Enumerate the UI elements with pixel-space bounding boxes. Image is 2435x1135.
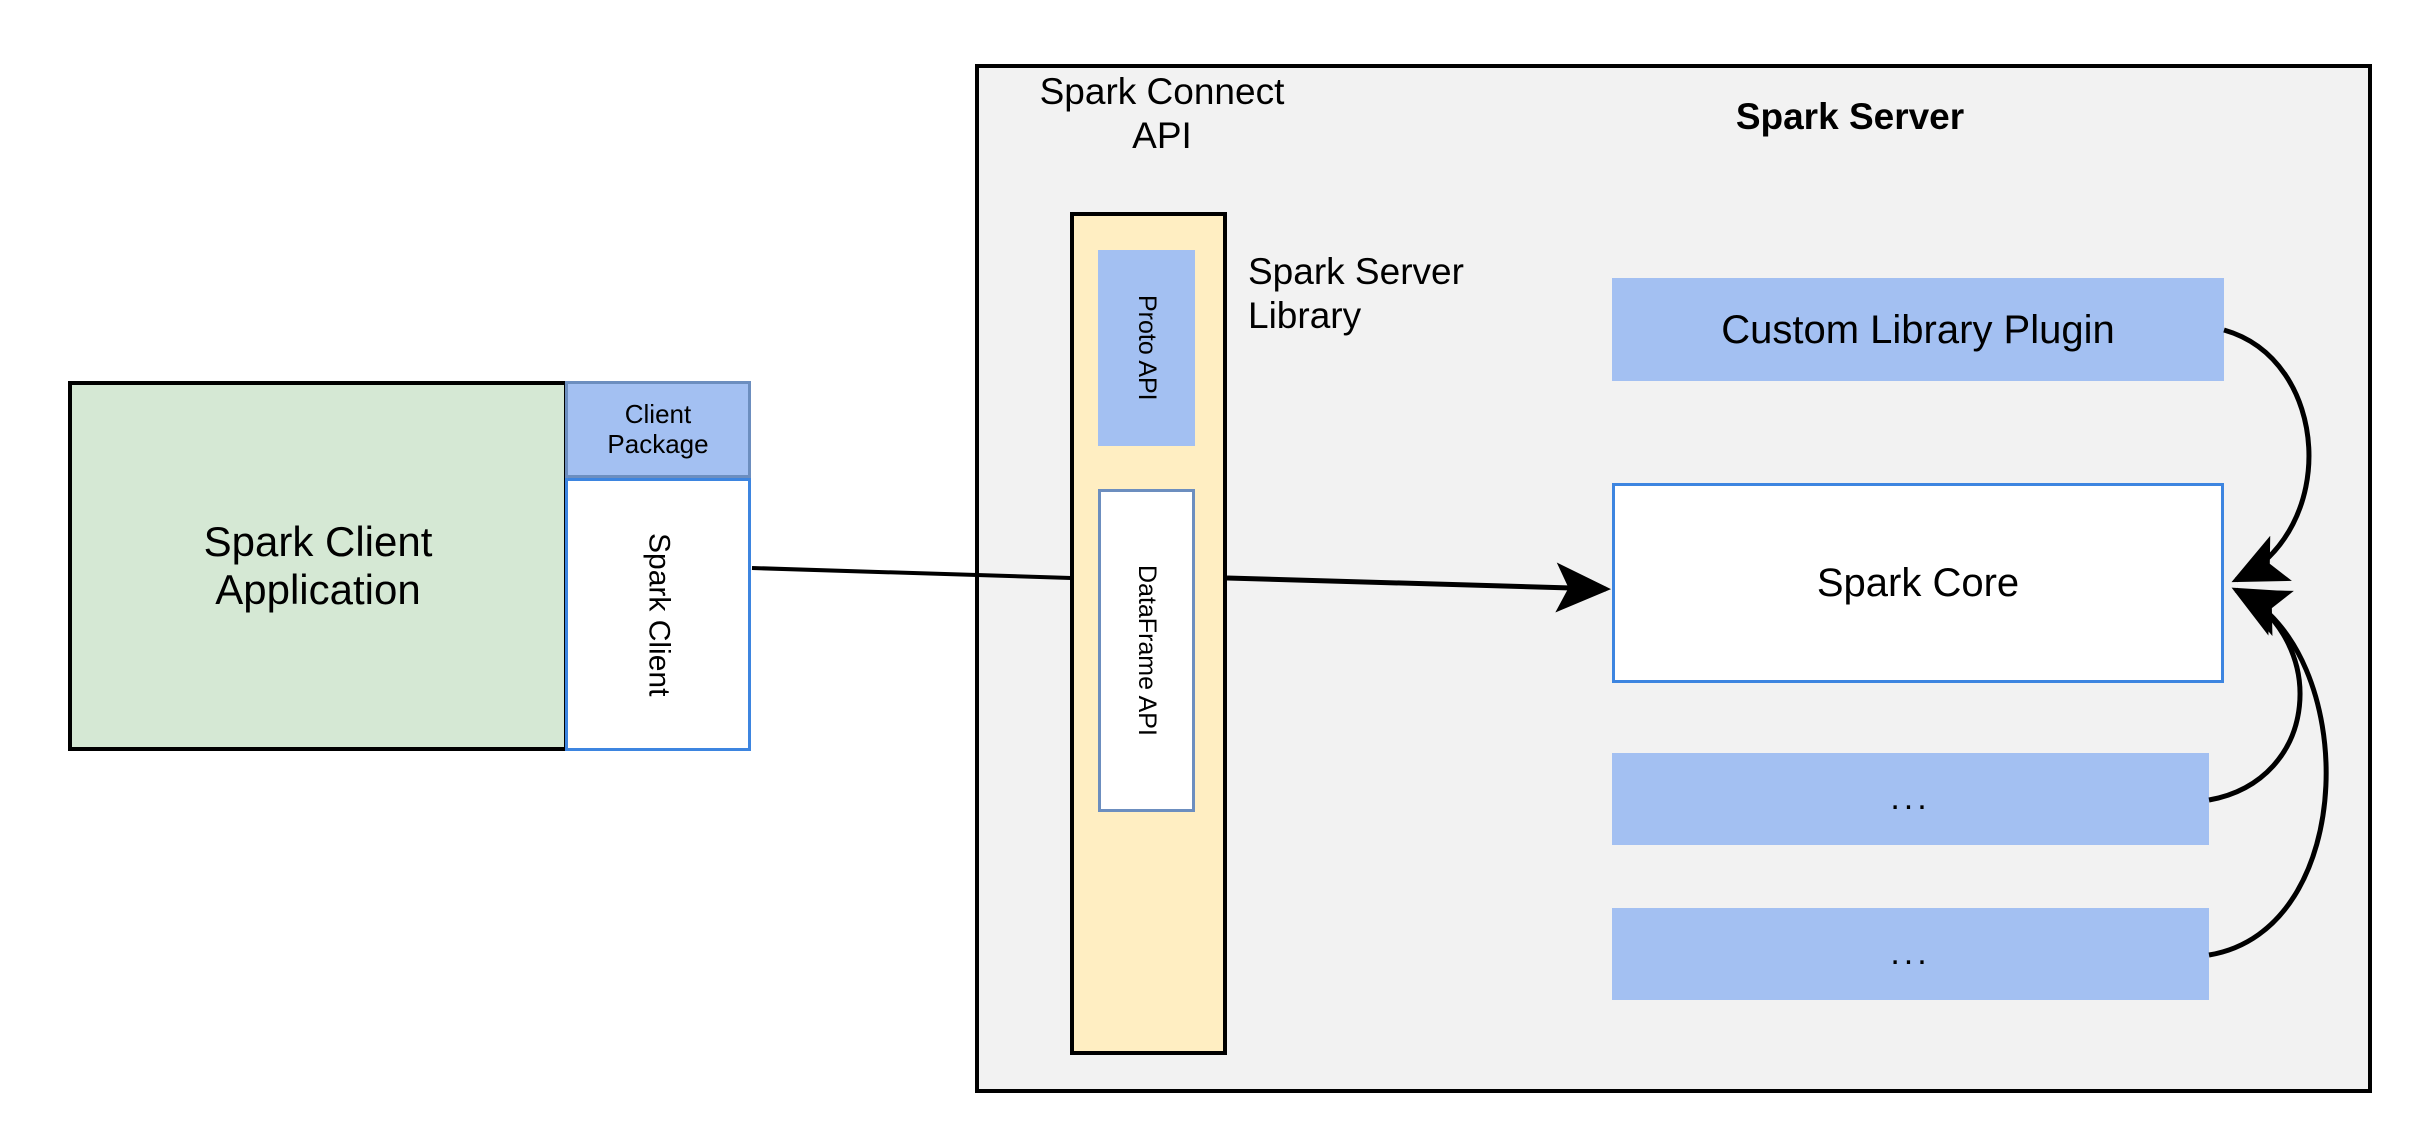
spark-server-library-label: Spark Server Library xyxy=(1248,251,1464,337)
proto-api-box[interactable]: Proto API xyxy=(1098,250,1195,446)
placeholder-2-label: ... xyxy=(1890,934,1931,973)
dataframe-api-box[interactable]: DataFrame API xyxy=(1098,489,1195,812)
spark-server-title: Spark Server xyxy=(1735,96,1965,137)
dataframe-api-label: DataFrame API xyxy=(1132,565,1161,736)
spark-client-label: Spark Client xyxy=(642,532,676,697)
spark-core-label: Spark Core xyxy=(1816,561,2020,605)
proto-api-label: Proto API xyxy=(1132,295,1161,401)
spark-client-application-box[interactable]: Spark Client Application xyxy=(68,381,568,751)
placeholder-box-2[interactable]: ... xyxy=(1612,908,2209,1000)
spark-core-box[interactable]: Spark Core xyxy=(1612,483,2224,683)
custom-library-plugin-label: Custom Library Plugin xyxy=(1721,307,2115,352)
placeholder-1-label: ... xyxy=(1890,779,1931,818)
custom-library-plugin-box[interactable]: Custom Library Plugin xyxy=(1612,278,2224,381)
spark-client-application-label: Spark Client Application xyxy=(203,517,433,613)
client-package-box[interactable]: Client Package xyxy=(565,381,751,478)
client-package-label: Client Package xyxy=(607,398,709,459)
spark-client-box[interactable]: Spark Client xyxy=(565,478,751,751)
spark-connect-api-label: Spark Connect API xyxy=(1039,71,1285,157)
placeholder-box-1[interactable]: ... xyxy=(1612,753,2209,845)
